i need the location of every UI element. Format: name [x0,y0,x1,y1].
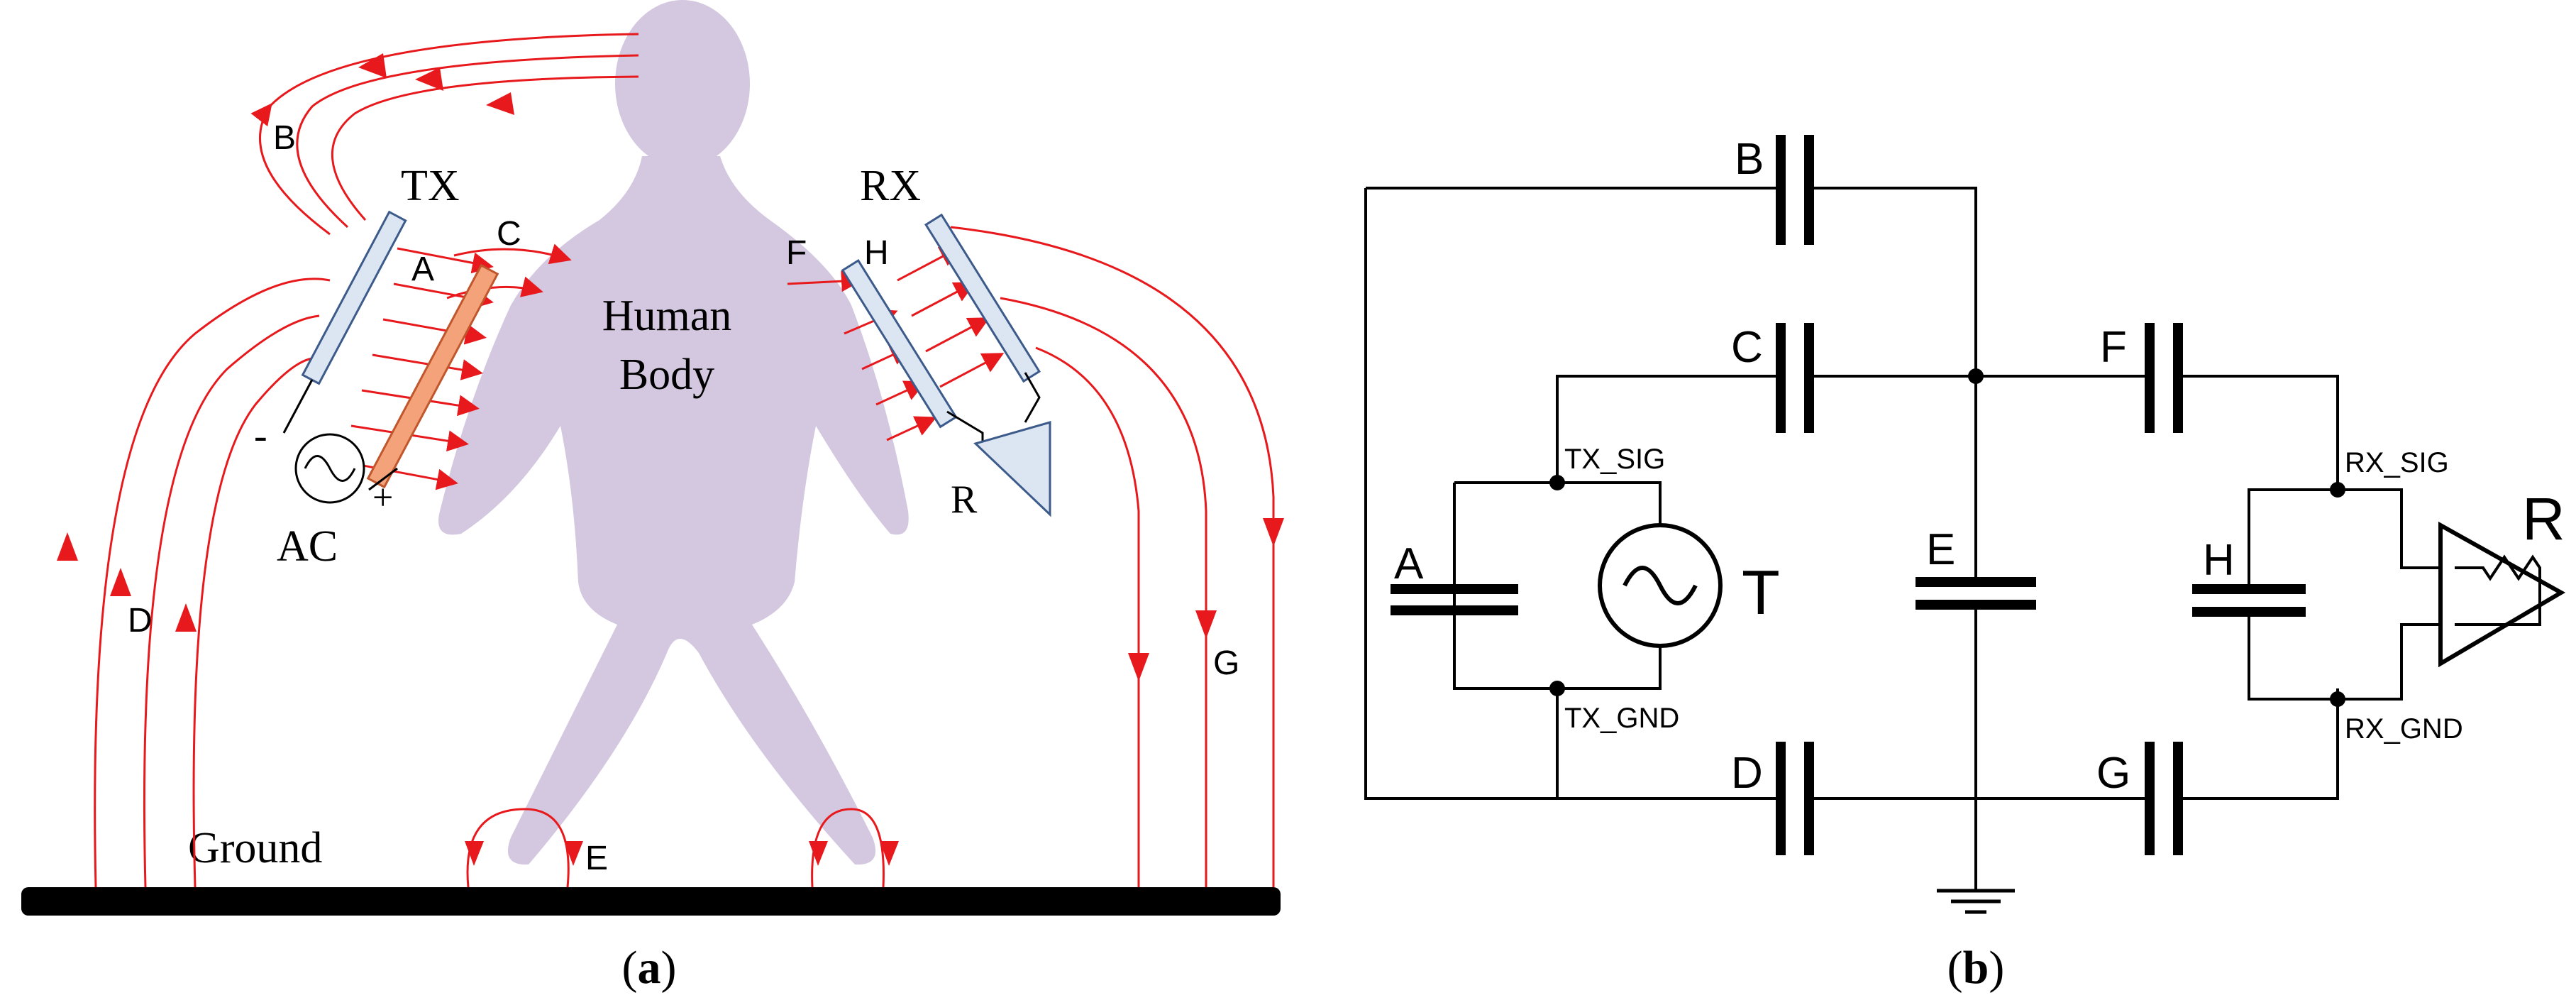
field-line-b2 [296,54,639,229]
source-label-t: T [1742,557,1780,627]
rx-ground-electrode [924,213,1041,383]
coupling-label-e: E [585,840,608,877]
rx-signal-electrode [841,259,958,429]
tx-ground-electrode [301,210,407,385]
field-line-e4 [851,808,885,888]
cap-label-c: C [1731,323,1763,372]
cap-label-g: G [2096,749,2130,798]
field-line-d3 [192,357,313,888]
cap-label-f: F [2100,323,2127,372]
node-label-rx-gnd: RX_GND [2345,713,2463,745]
wire-top [1366,187,1977,376]
cap-label-b: B [1735,135,1764,184]
field-line-d1 [94,278,331,888]
coupling-label-c: C [497,215,521,253]
source-minus-label: - [254,414,267,458]
cap-label-e: E [1926,525,1955,574]
tx-signal-electrode [366,263,499,489]
field-line-e1 [466,808,526,888]
field-line-b3 [331,75,639,221]
field-line-b1 [250,33,639,236]
junction-dots [1549,368,2345,707]
field-line-g1 [1035,346,1140,887]
coupling-label-h: H [864,234,889,272]
receiver-label-r: R [2522,485,2565,552]
node-label-tx-sig: TX_SIG [1564,444,1665,475]
cap-label-h: H [2203,536,2235,585]
receiver-label: R [951,478,978,522]
coupling-label-a: A [411,251,434,288]
ground-symbol-icon [1937,889,2015,914]
wire-outer-left [1364,188,1781,800]
wire-rx-loop [2248,488,2455,701]
human-body-silhouette [438,0,909,865]
field-line-arrowheads [57,53,1284,866]
panel-a-caption: (a) [622,942,677,994]
wire-c-row [1556,375,2339,490]
body-label-line1: Human [602,292,732,340]
amplifier-triangle [2438,521,2566,668]
rx-label: RX [860,162,921,210]
resistor-zigzag-icon [2455,554,2541,626]
node-label-rx-sig: RX_SIG [2345,447,2449,478]
cap-label-d: D [1731,749,1763,798]
tx-label: TX [401,162,460,210]
ground-bar [21,887,1281,916]
panel-a-body-channel: Ground Human Body [21,0,1284,994]
field-line-g3 [950,226,1275,887]
cap-label-a: A [1394,539,1424,588]
field-line-e3 [811,808,852,888]
ground-label: Ground [188,824,322,872]
panel-b-equivalent-circuit [1364,135,2566,914]
wire-bottom [1809,688,2339,800]
field-lines [94,33,1275,888]
node-label-tx-gnd: TX_GND [1564,703,1679,734]
panel-b-caption: (b) [1947,942,2005,994]
receiver-amplifier [946,372,1051,517]
field-line-d2 [143,314,320,888]
ac-label: AC [277,522,338,571]
coupling-label-f: F [786,234,807,272]
field-line-g2 [1000,297,1207,887]
source-plus-label: + [372,478,393,518]
body-label-line2: Body [619,351,714,399]
field-line-e2 [524,808,570,888]
coupling-label-d: D [128,602,153,639]
coupling-label-g: G [1213,644,1239,682]
sine-wave-icon [1623,566,1698,605]
ac-source [282,379,398,504]
coupling-label-b: B [273,119,296,157]
